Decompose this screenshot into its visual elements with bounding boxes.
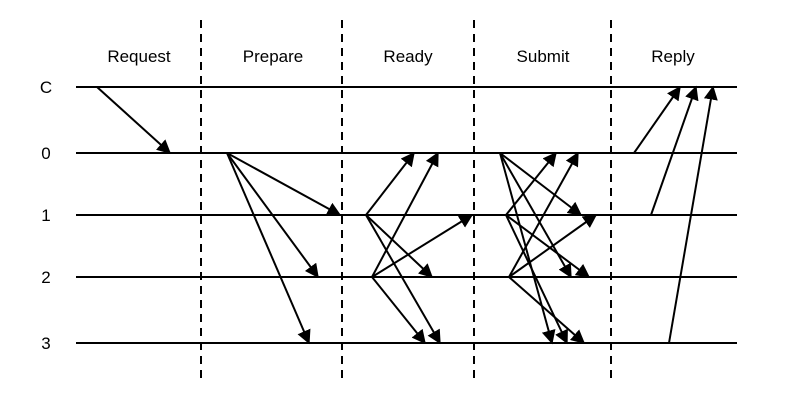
message-arrow-reply-3-to-c	[668, 85, 718, 344]
message-arrow-ready-2-to-3	[371, 276, 426, 345]
phase-label-reply: Reply	[651, 47, 695, 66]
message-arrow-ready-1-to-3	[365, 214, 441, 345]
node-label-3: 3	[41, 334, 50, 353]
message-arrow-submit-1-to-0	[505, 151, 557, 216]
message-arrow-submit-0-to-2	[499, 152, 572, 279]
message-arrow-ready-1-to-0	[365, 151, 415, 216]
phase-label-ready: Ready	[383, 47, 433, 66]
message-arrow-submit-1-to-3	[505, 214, 568, 345]
message-arrow-prepare-0-to-1	[226, 152, 342, 216]
message-arrow-reply-1-to-c	[650, 85, 699, 216]
message-arrow-request-c-to-0	[96, 86, 172, 154]
message-arrow-submit-0-to-1	[499, 152, 583, 216]
message-arrow-submit-2-to-0	[508, 151, 579, 278]
message-arrow-submit-2-to-3	[508, 276, 586, 344]
node-label-c: C	[40, 78, 52, 97]
message-arrow-prepare-0-to-3	[226, 152, 311, 345]
message-arrow-submit-2-to-1	[508, 214, 598, 278]
message-arrows	[96, 85, 718, 345]
phase-label-request: Request	[107, 47, 171, 66]
node-label-2: 2	[41, 268, 50, 287]
message-arrow-reply-0-to-c	[633, 85, 681, 154]
message-arrow-submit-1-to-2	[505, 214, 591, 278]
message-arrow-prepare-0-to-2	[226, 152, 319, 279]
phase-label-prepare: Prepare	[243, 47, 303, 66]
node-label-0: 0	[41, 144, 50, 163]
node-label-1: 1	[41, 206, 50, 225]
phase-label-submit: Submit	[517, 47, 570, 66]
message-arrow-ready-2-to-0	[371, 151, 439, 278]
message-arrow-ready-2-to-1	[371, 214, 474, 278]
message-arrow-ready-1-to-2	[365, 214, 434, 278]
